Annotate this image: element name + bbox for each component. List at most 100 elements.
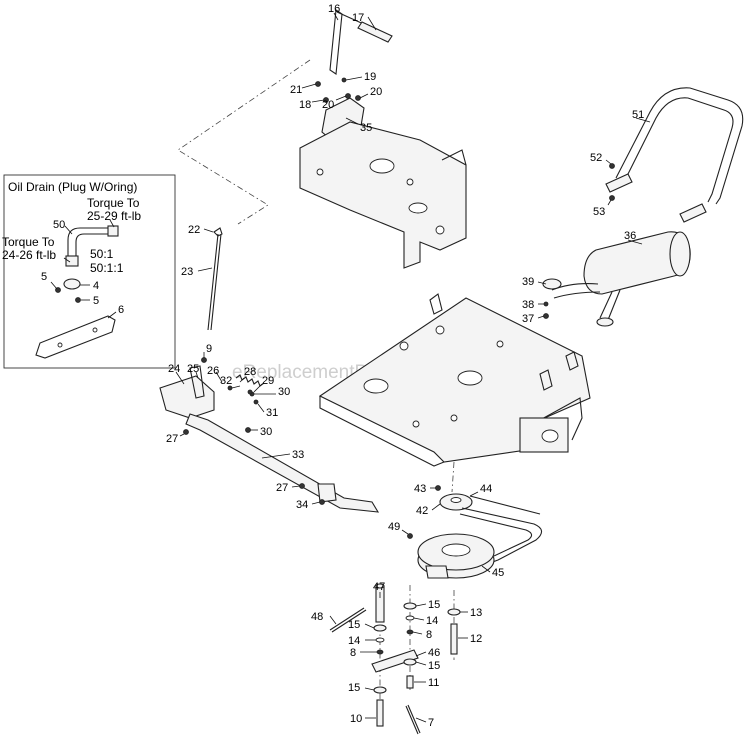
leader-37 [537,315,545,319]
nut-53 [609,195,615,201]
pin-7 [405,705,419,735]
leader-25 [195,371,199,379]
bracket-tab [441,149,467,166]
leader-28 [239,377,245,383]
callout-32: 32 [220,375,232,387]
callout-17: 17 [352,12,364,24]
bolt-52 [609,163,615,169]
nut-30b [245,427,251,433]
washer-38 [543,301,549,307]
callout-45: 45 [492,567,504,579]
callout-8b: 8 [426,629,432,641]
idler-arm-stack: 47 48 15 14 8 46 15 11 15 10 7 15 14 8 1… [311,581,482,735]
leader-42 [431,503,441,511]
frame-hole [399,341,409,351]
leader-39 [537,281,547,285]
spring-28 [235,374,265,387]
frame-rail-piece [35,315,116,359]
leader-15a [364,623,375,629]
linkage-bracket [159,375,215,419]
leader-49 [401,529,409,535]
callout-23: 23 [181,266,193,278]
leader-8b [412,631,423,635]
drain-plug [107,225,119,237]
leader-7 [415,717,427,723]
exhaust-pipe-b [553,291,601,299]
callout-25: 25 [187,363,199,375]
callout-5a: 5 [41,271,47,283]
bolt-10 [376,699,384,727]
roll-bar-mount-left [605,173,633,193]
leader-26 [215,371,223,383]
main-frame-plate [318,293,591,493]
bushing-8a [376,649,384,655]
callout-36: 36 [624,230,636,242]
idler-hub [450,497,462,503]
callout-33: 33 [292,449,304,461]
shaft-collar [317,483,337,503]
callout-14a: 14 [348,635,360,647]
clamp-bracket [63,278,81,290]
callout-38: 38 [522,299,534,311]
frame-hole [496,340,504,348]
drive-belt-inner [459,513,533,557]
pulley-belt-assembly: 43 44 42 49 45 [388,483,543,579]
leader-48 [329,615,337,625]
callout-31: 31 [266,407,278,419]
rail-hole [57,342,63,348]
callout-46: 46 [428,647,440,659]
leader-27a [179,433,185,437]
torque-lower-line1: Torque To [2,235,55,249]
control-shaft [185,413,380,513]
leader-19 [345,76,363,81]
control-rod [207,233,219,331]
control-rod-assembly: 22 23 [181,224,223,331]
leader-44 [469,491,479,497]
lever-arm [329,9,343,75]
nut-19 [341,77,347,83]
washer-15a [373,624,387,632]
callout-9: 9 [206,343,212,355]
bolt-21 [315,81,321,87]
nut-49 [407,533,413,539]
leader-21 [301,83,317,89]
bolt-31 [253,399,259,405]
callout-26: 26 [207,365,219,377]
axis-line [451,461,455,493]
hose-fitting [65,255,79,267]
frame-hole [412,420,420,428]
nut-27a [183,429,189,435]
leader-52 [605,159,612,165]
torque-upper-line1: Torque To [87,196,140,210]
nut-30a [247,389,253,395]
callout-51: 51 [632,109,644,121]
callout-30b: 30 [260,426,272,438]
callout-53: 53 [593,206,605,218]
muffler-end-cap [669,231,691,277]
frame-tab [429,293,443,315]
nut-37 [543,313,549,319]
leader-27b [291,485,301,488]
frame-hole [450,414,458,422]
leader-15b [415,661,427,666]
assembly-phantom-line [177,59,311,225]
callout-20a: 20 [322,99,334,111]
control-bracket-plate [299,121,467,269]
callout-10: 10 [350,713,362,725]
leader-33 [261,453,291,459]
callout-20b: 20 [370,86,382,98]
leader-24 [175,371,185,385]
bolt-12 [450,623,458,655]
callout-35: 35 [360,122,372,134]
pin-48-edge [331,609,367,633]
roll-bar-assembly: 51 52 53 [590,87,744,223]
callout-28: 28 [244,366,256,378]
control-rod-edge [210,233,222,331]
leader-31 [257,403,265,413]
roll-bar-tube-inner [623,97,734,203]
bolt-34 [319,499,325,505]
screw-5b [75,297,81,303]
nut-27b [299,483,305,489]
frame-side-edge [539,397,583,441]
